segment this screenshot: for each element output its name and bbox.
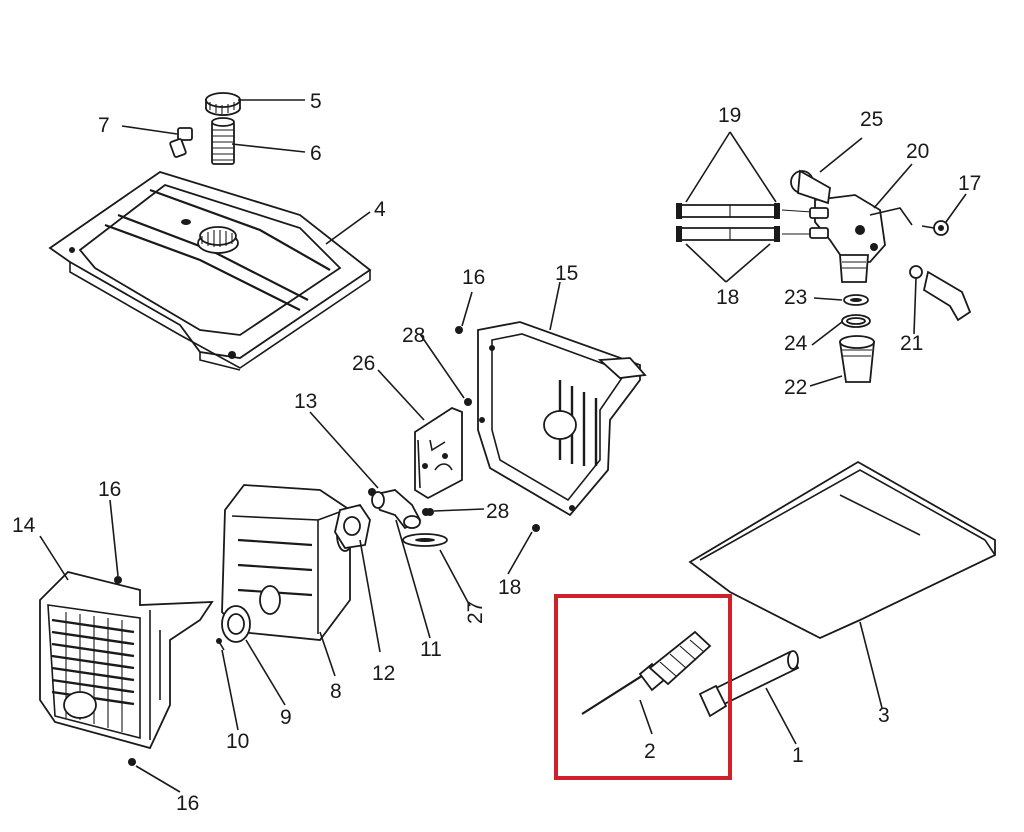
label-10: 10 [226,730,249,753]
leader-lines [39,99,967,793]
label-16-top: 16 [462,266,485,289]
label-5: 5 [310,90,322,113]
label-6: 6 [310,142,322,165]
label-22: 22 [784,376,807,399]
label-14: 14 [12,514,36,537]
muffler-protector [477,321,647,517]
label-20: 20 [906,140,929,163]
label-23: 23 [784,286,807,309]
label-28-mid: 28 [486,500,509,523]
screwdriver [581,630,712,715]
label-13: 13 [294,390,317,413]
label-21: 21 [900,332,923,355]
fuel-strainer [211,117,235,165]
label-19: 19 [718,104,741,127]
exhaust-gasket [402,533,448,547]
label-9: 9 [280,706,292,729]
drain-plug [169,127,193,158]
front-cover [39,571,214,766]
label-16-bottom: 16 [176,792,199,815]
label-27: 27 [464,601,487,624]
label-4: 4 [374,198,386,221]
label-16-left: 16 [98,478,121,501]
highlight-box [554,594,732,780]
part-labels: 5 6 7 4 19 25 20 17 18 23 24 21 22 16 15… [12,90,981,815]
label-28-top: 28 [402,324,425,347]
fuel-cock-assembly [676,169,972,383]
label-11: 11 [420,638,442,661]
bolt-28-b [426,508,434,516]
label-26: 26 [352,352,375,375]
bolt-16-b [532,524,540,532]
bolt-16-a [455,326,463,334]
screw-10 [216,638,225,651]
label-2: 2 [644,740,656,763]
bolt-28-a [464,398,472,406]
spark-arrester [221,605,251,643]
filler-cap [205,92,241,116]
muffler-gasket [334,503,371,549]
tool-bag [688,460,996,639]
label-8: 8 [330,680,342,703]
label-24: 24 [784,332,808,355]
label-1: 1 [792,744,804,767]
spark-plug-wrench [698,650,800,718]
label-12: 12 [372,662,395,685]
label-17: 17 [958,172,981,195]
exhaust-pipe [368,488,430,530]
label-3: 3 [878,704,890,727]
label-18-mid: 18 [498,576,521,599]
label-25: 25 [860,108,883,131]
fuel-tank [48,171,372,371]
label-18-top: 18 [716,286,739,309]
label-7: 7 [98,114,110,137]
exhaust-bracket [414,406,463,500]
label-15: 15 [555,262,578,285]
